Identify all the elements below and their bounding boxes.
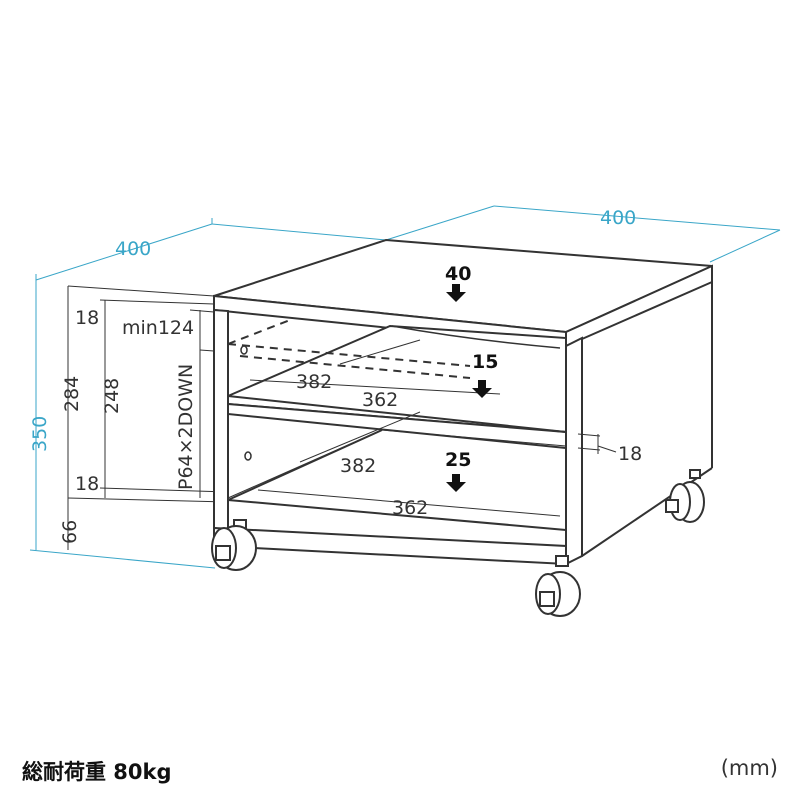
- top-load-value: 40: [445, 263, 471, 285]
- middle-load-arrow-icon: [472, 380, 492, 398]
- bottom-load-value: 25: [445, 449, 471, 471]
- caster-front-left: [211, 519, 257, 571]
- shelf-thickness-dimension: [577, 433, 617, 454]
- upper-width-label: 362: [362, 389, 398, 411]
- bottom-load-arrow-icon: [446, 474, 466, 492]
- caster-front-right: [535, 555, 581, 617]
- lower-depth-label: 382: [340, 455, 376, 477]
- inner-depth-lines: [227, 325, 567, 517]
- top-load-arrow-icon: [446, 284, 466, 302]
- width-left-label: 400: [115, 238, 151, 260]
- shelf-pin-hole-upper: [240, 345, 248, 355]
- lower-width-label: 362: [392, 497, 428, 519]
- bottom-thickness-label: 18: [75, 473, 99, 495]
- shelf-pin-hole-lower: [244, 451, 252, 461]
- middle-load-value: 15: [472, 351, 498, 373]
- unit-label: (mm): [720, 756, 778, 780]
- width-right-label: 400: [600, 207, 636, 229]
- total-load-capacity: 総耐荷重 80kg: [22, 760, 172, 784]
- upper-depth-label: 382: [296, 371, 332, 393]
- adjustable-shelf-outline: [227, 319, 471, 379]
- min-clearance-label: min124: [122, 317, 194, 339]
- shelf-span-label: 248: [101, 378, 123, 414]
- top-thickness-label: 18: [75, 307, 99, 329]
- shelf-pitch-label: P64×2DOWN: [175, 364, 197, 490]
- caster-height-label: 66: [59, 520, 81, 544]
- total-height-label: 350: [29, 416, 51, 452]
- cable-cutout: [391, 325, 561, 349]
- overall-dimension-lines: [29, 205, 781, 569]
- middle-shelf: [227, 324, 567, 450]
- shelf-board-thickness-label: 18: [618, 443, 642, 465]
- inner-height-label: 284: [61, 376, 83, 412]
- caster-back-right: [665, 469, 705, 523]
